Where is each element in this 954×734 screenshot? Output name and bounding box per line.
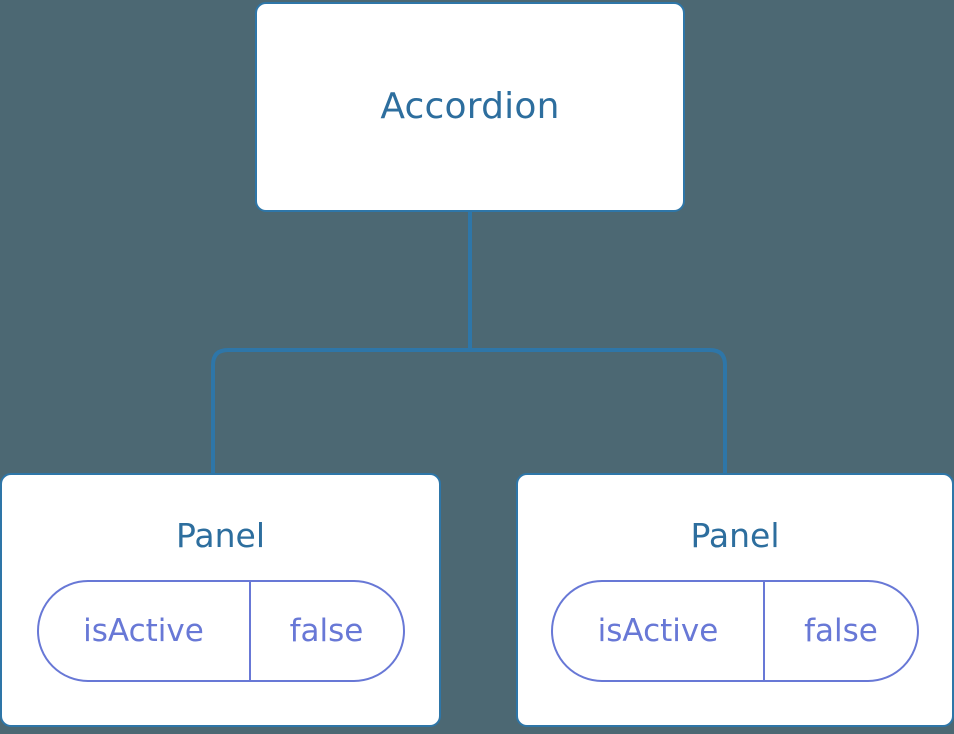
connector-branch-left [211, 348, 470, 473]
connector-branch-right [470, 348, 727, 473]
node-panel-right[interactable]: Panel isActive false [516, 473, 954, 727]
node-panel-right-label: Panel [690, 516, 780, 555]
node-accordion-label: Accordion [380, 86, 560, 127]
prop-key-label: isActive [39, 582, 251, 680]
prop-pill-isactive-right[interactable]: isActive false [551, 580, 919, 682]
node-panel-left-label: Panel [175, 516, 266, 555]
prop-key-label: isActive [553, 582, 765, 680]
node-accordion[interactable]: Accordion [255, 2, 685, 212]
prop-pill-isactive-left[interactable]: isActive false [36, 580, 405, 682]
prop-value-label: false [289, 612, 364, 649]
prop-value-label: false [804, 612, 878, 649]
node-panel-left[interactable]: Panel isActive false [0, 473, 441, 727]
